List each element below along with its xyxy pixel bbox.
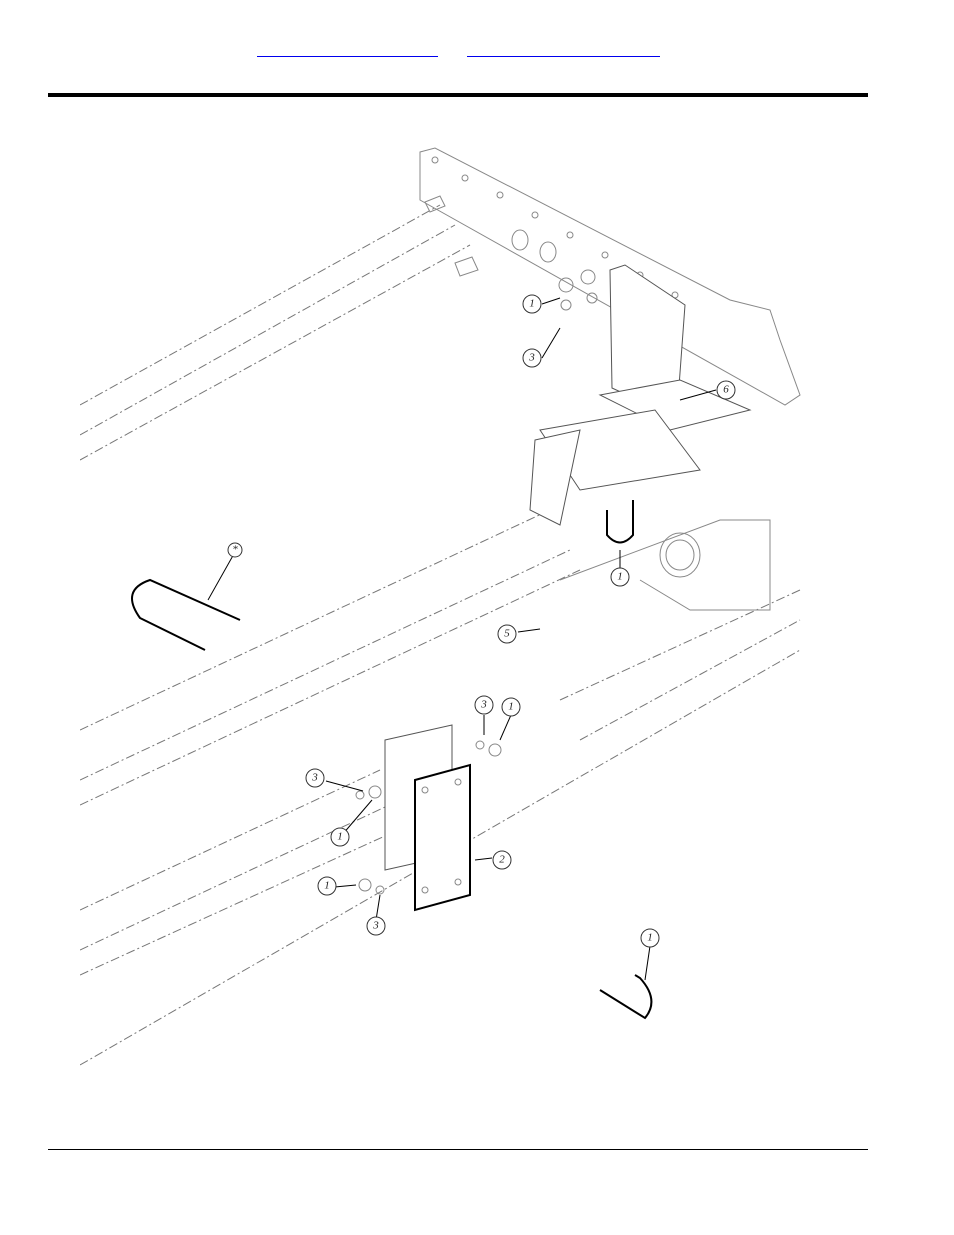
clamp-plates bbox=[385, 725, 470, 910]
svg-text:3: 3 bbox=[372, 920, 379, 932]
svg-text:1: 1 bbox=[337, 831, 343, 843]
callout-13: 3 bbox=[367, 917, 385, 935]
callout-10: 1 bbox=[331, 828, 349, 846]
callout-12: 1 bbox=[318, 877, 336, 895]
callout-9: 3 bbox=[306, 769, 324, 787]
svg-text:1: 1 bbox=[508, 701, 514, 713]
svg-text:3: 3 bbox=[480, 699, 487, 711]
header-link-2[interactable] bbox=[467, 40, 660, 57]
callout-11: 2 bbox=[493, 851, 511, 869]
svg-text:5: 5 bbox=[504, 628, 510, 640]
ubolt-bottom bbox=[600, 975, 651, 1018]
callout-3: 6 bbox=[717, 381, 735, 399]
svg-text:1: 1 bbox=[529, 298, 535, 310]
header-rule bbox=[48, 93, 868, 97]
svg-text:3: 3 bbox=[311, 772, 318, 784]
svg-text:1: 1 bbox=[647, 932, 653, 944]
callout-1: 1 bbox=[523, 295, 541, 313]
bolts bbox=[425, 196, 478, 276]
callout-7: 3 bbox=[475, 696, 493, 714]
svg-text:*: * bbox=[232, 544, 238, 556]
ubolt-left bbox=[132, 580, 240, 650]
svg-text:2: 2 bbox=[499, 854, 505, 866]
parts-diagram: 1 3 6 * 1 5 3 1 3 1 2 1 3 1 bbox=[80, 140, 805, 1080]
svg-text:6: 6 bbox=[723, 384, 729, 396]
svg-text:1: 1 bbox=[617, 571, 623, 583]
header-link-1[interactable] bbox=[257, 40, 438, 57]
callout-2: 3 bbox=[523, 349, 541, 367]
callout-14: 1 bbox=[641, 929, 659, 947]
callout-8: 1 bbox=[502, 698, 520, 716]
footer-rule bbox=[48, 1149, 868, 1150]
svg-text:3: 3 bbox=[528, 352, 535, 364]
callout-5: 1 bbox=[611, 568, 629, 586]
callout-4: * bbox=[228, 543, 242, 557]
svg-text:1: 1 bbox=[324, 880, 330, 892]
callout-6: 5 bbox=[498, 625, 516, 643]
hitch-bracket bbox=[530, 265, 770, 610]
ubolt-right bbox=[607, 500, 633, 543]
